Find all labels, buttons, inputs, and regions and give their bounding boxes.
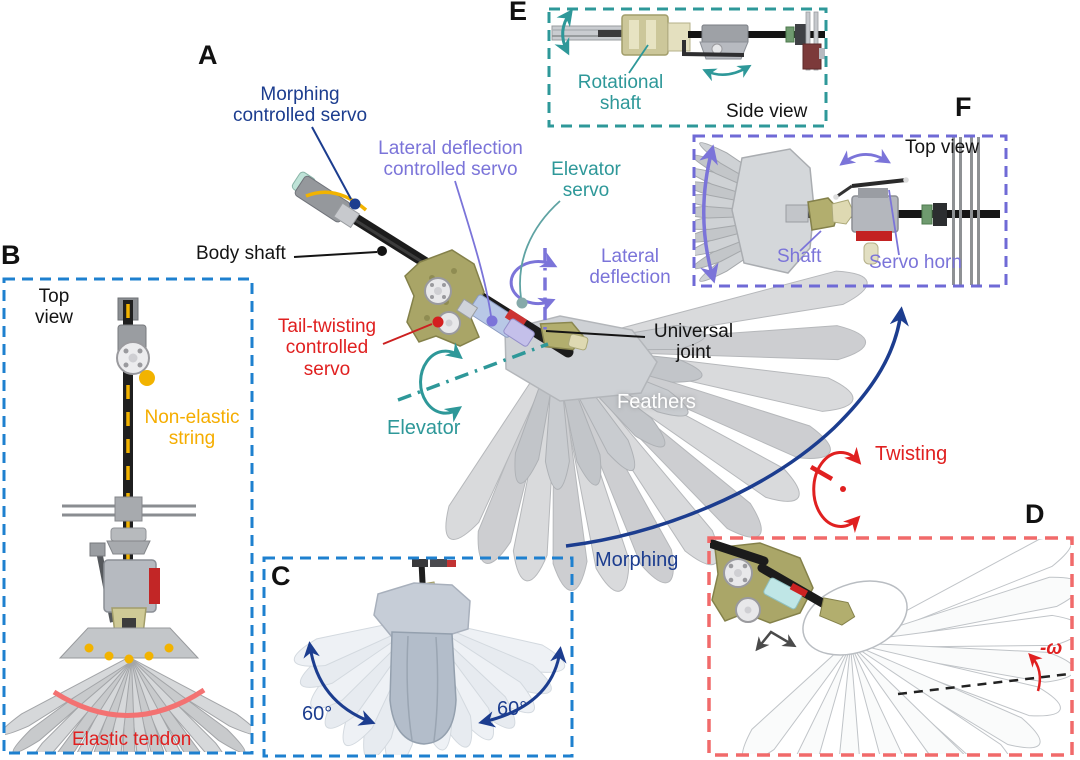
tail-twisting-servo-label: Tail-twisting controlled servo xyxy=(277,316,377,380)
rotational-shaft-leader xyxy=(628,44,649,74)
twisting-axis-icon xyxy=(809,446,862,534)
panel-e-view-label: Side view xyxy=(726,101,808,122)
panel-d-letter: D xyxy=(1025,499,1045,529)
panel-f-letter: F xyxy=(955,92,972,122)
panel-b-border xyxy=(2,277,254,755)
elevator-servo-icon xyxy=(503,318,535,347)
twisting-bracket-icon xyxy=(404,249,485,347)
feathers-label: Feathers xyxy=(617,391,696,413)
panel-f-view-label: Top view xyxy=(905,137,979,158)
lateral-deflection-label: Lateral deflection xyxy=(589,246,671,289)
panel-f-border xyxy=(692,134,1008,288)
universal-joint-label: Universal joint xyxy=(653,321,734,364)
shaft-label: Shaft xyxy=(777,246,822,267)
body-shaft-assembly xyxy=(291,171,589,358)
morphing-label: Morphing xyxy=(595,549,679,571)
panel-c-border xyxy=(262,556,574,758)
panel-d-border xyxy=(707,536,1074,757)
rotational-shaft-label: Rotational shaft xyxy=(577,72,664,115)
panel-d-art xyxy=(710,539,1071,754)
elevator-axis-icon xyxy=(397,342,549,423)
sweep-arrow-left-icon xyxy=(303,641,376,726)
panel-e-letter: E xyxy=(509,0,528,26)
rotate-arrow-gray-icon xyxy=(755,630,797,652)
panel-a-letter: A xyxy=(198,40,218,70)
lateral-deflection-axis-icon xyxy=(509,248,558,330)
panel-e-art xyxy=(551,10,825,82)
body-shaft-label: Body shaft xyxy=(196,243,286,264)
morphing-arrow-icon xyxy=(565,306,909,548)
panel-b-art xyxy=(5,297,251,752)
deflection-sweep-arrow-icon xyxy=(699,144,719,284)
twisting-label: Twisting xyxy=(875,443,948,465)
elastic-tendon-label: Elastic tendon xyxy=(72,729,192,750)
elevator-servo-label: Elevator servo xyxy=(551,159,621,202)
angle-right-label: 60° xyxy=(497,698,528,720)
reference-dashed-line-icon xyxy=(897,672,1070,696)
elevator-label: Elevator xyxy=(387,417,461,439)
panel-b-view-label: Top view xyxy=(34,286,73,329)
panel-f-leaders xyxy=(799,189,900,256)
panel-e-border xyxy=(547,7,828,128)
panel-b-letter: B xyxy=(1,240,21,270)
leader-lines xyxy=(293,126,646,345)
angle-left-label: 60° xyxy=(302,703,333,725)
universal-joint-icon xyxy=(539,321,589,351)
panel-c-letter: C xyxy=(271,561,291,591)
horn-arrow-icon xyxy=(839,148,891,166)
sweep-arrow-right-icon xyxy=(478,646,567,728)
main-tail-fan xyxy=(445,270,868,592)
servo-horn-label: Servo horn xyxy=(869,252,962,273)
string-icon xyxy=(305,190,368,212)
non-elastic-string-label: Non-elastic string xyxy=(144,407,240,450)
morphing-servo-label: Morphing controlled servo xyxy=(232,84,368,127)
omega-label: -ω xyxy=(1040,638,1063,659)
swing-arrow-icon xyxy=(702,64,752,82)
elastic-tendon-icon xyxy=(52,687,206,718)
panel-c-art xyxy=(293,559,567,755)
morphing-servo-icon xyxy=(291,171,361,229)
omega-arrow-icon xyxy=(1028,652,1043,692)
lateral-servo-label: Lateral deflection controlled servo xyxy=(378,138,523,181)
pitch-arrow-icon xyxy=(554,10,573,56)
panel-f-art xyxy=(695,137,1000,285)
